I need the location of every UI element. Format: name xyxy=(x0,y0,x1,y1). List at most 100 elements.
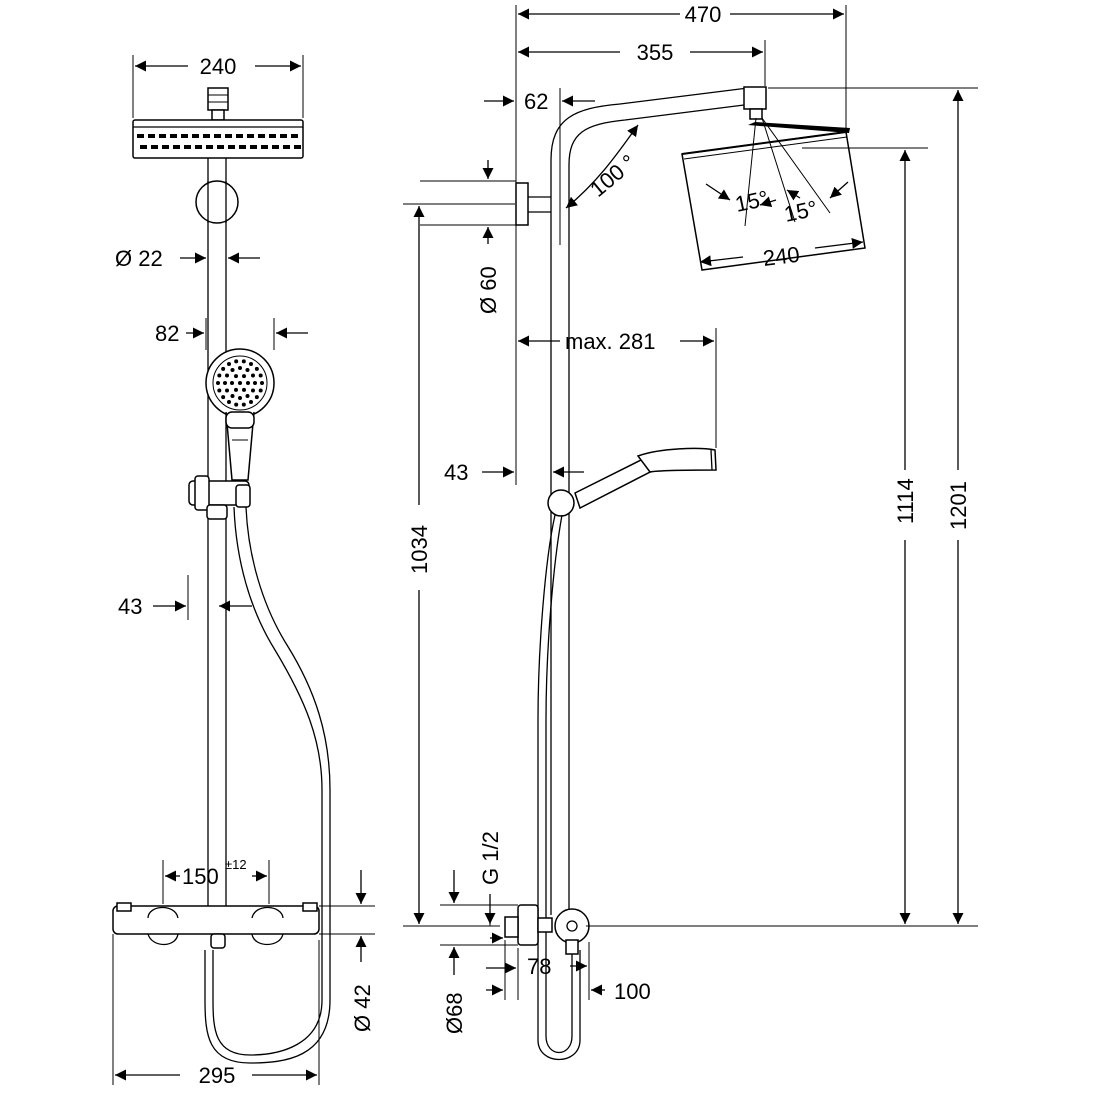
nozzle xyxy=(269,134,276,138)
spray-nozzle xyxy=(245,393,250,398)
spray-nozzle xyxy=(223,381,227,385)
spray-nozzle xyxy=(238,396,242,400)
nozzle xyxy=(170,134,177,138)
side-arm-reach-label: 355 xyxy=(637,40,674,65)
front-hand-shower xyxy=(205,348,275,481)
front-mixer-centers-label: 150 xyxy=(182,864,219,889)
spray-nozzle xyxy=(217,373,222,378)
spray-nozzle xyxy=(216,381,220,385)
spray-nozzle xyxy=(254,395,259,400)
nozzle xyxy=(162,145,169,149)
nozzle xyxy=(148,134,155,138)
nozzle xyxy=(195,145,202,149)
spray-nozzle xyxy=(230,368,235,373)
side-bracket-height-label: 1034 xyxy=(407,525,432,574)
spray-nozzle xyxy=(230,381,234,385)
nozzle xyxy=(272,145,279,149)
nozzle xyxy=(225,134,232,138)
front-mixer-height-label: Ø 42 xyxy=(350,984,375,1032)
spray-nozzle xyxy=(221,395,226,400)
side-wall-bracket xyxy=(515,182,551,226)
front-holder-offset-label: 43 xyxy=(118,594,142,619)
nozzle xyxy=(294,145,301,149)
spray-nozzle xyxy=(246,381,250,385)
spray-nozzle xyxy=(230,393,235,398)
nozzle xyxy=(140,145,147,149)
front-thermostat-mixer xyxy=(112,902,320,949)
spray-nozzle xyxy=(258,373,263,378)
side-arm-total-label: 470 xyxy=(685,2,722,27)
nozzle-row-2 xyxy=(140,145,301,149)
spray-nozzle xyxy=(260,381,264,385)
nozzle xyxy=(247,134,254,138)
front-overhead-shower xyxy=(132,87,304,159)
front-mixer-tolerance-label: ±12 xyxy=(225,857,247,872)
side-hose xyxy=(537,514,581,1061)
nozzle xyxy=(173,145,180,149)
nozzle xyxy=(181,134,188,138)
nozzle xyxy=(258,134,265,138)
side-mixer-depth-label: 100 xyxy=(614,979,651,1004)
spray-nozzle xyxy=(241,402,246,407)
nozzle xyxy=(228,145,235,149)
side-hand-shower xyxy=(547,447,717,517)
nozzle xyxy=(291,134,298,138)
spray-nozzle xyxy=(242,374,246,379)
front-shower-rail xyxy=(207,158,227,910)
side-head-width-label: 240 xyxy=(762,242,801,271)
front-wall-bracket xyxy=(195,180,239,224)
side-escutcheon-diameter-label: Ø68 xyxy=(442,992,467,1034)
nozzle xyxy=(261,145,268,149)
nozzle xyxy=(184,145,191,149)
nozzle xyxy=(159,134,166,138)
nozzle xyxy=(217,145,224,149)
front-head-width-label: 240 xyxy=(200,54,237,79)
front-dimension-labels: 240 Ø 22 82 43 150 ±12 Ø 42 295 xyxy=(115,54,375,1088)
nozzle xyxy=(236,134,243,138)
nozzle xyxy=(280,134,287,138)
nozzle-row-1 xyxy=(137,134,298,138)
spray-nozzle xyxy=(234,387,238,392)
side-bracket-diameter-label: Ø 60 xyxy=(476,266,501,314)
spray-nozzle xyxy=(253,381,257,385)
nozzle xyxy=(203,134,210,138)
front-handshower-diameter-label: 82 xyxy=(155,321,179,346)
side-dimension-lines xyxy=(403,5,978,1000)
spray-nozzle xyxy=(234,374,238,379)
nozzle xyxy=(250,145,257,149)
spray-nozzle xyxy=(250,373,255,378)
nozzle xyxy=(214,134,221,138)
spray-nozzle xyxy=(227,400,231,405)
side-connection-thread-label: G 1/2 xyxy=(478,831,503,885)
front-rail-diameter-label: Ø 22 xyxy=(115,246,163,271)
front-hose xyxy=(204,506,331,1064)
spray-nozzle xyxy=(234,402,239,407)
side-total-height-label: 1201 xyxy=(946,481,971,530)
spray-nozzle xyxy=(249,400,253,405)
spray-nozzle xyxy=(238,366,242,370)
spray-nozzle xyxy=(245,368,250,373)
side-head-height-label: 1114 xyxy=(893,478,918,524)
nozzle xyxy=(192,134,199,138)
spray-nozzle xyxy=(241,359,246,364)
front-dimension-lines xyxy=(112,55,375,1085)
nozzle xyxy=(151,145,158,149)
nozzle xyxy=(137,134,144,138)
side-handshower-reach-label: max. 281 xyxy=(565,329,656,354)
nozzle xyxy=(206,145,213,149)
front-view: 240 Ø 22 82 43 150 ±12 Ø 42 295 xyxy=(112,54,375,1088)
spray-nozzle xyxy=(254,366,259,371)
side-view: 470 355 62 100 ° 15° 15° 240 Ø 60 max. 2… xyxy=(403,2,978,1061)
side-wall-offset-label: 62 xyxy=(524,89,548,114)
spray-nozzle xyxy=(249,361,253,366)
front-slider-holder xyxy=(188,475,251,520)
nozzle xyxy=(283,145,290,149)
spray-nozzle xyxy=(221,366,226,371)
spray-nozzle xyxy=(258,388,263,393)
side-rail-offset-label: 43 xyxy=(444,460,468,485)
spray-nozzle xyxy=(234,359,239,364)
spray-nozzle xyxy=(225,373,230,378)
spray-nozzle xyxy=(238,381,242,385)
spray-nozzle xyxy=(250,388,255,393)
